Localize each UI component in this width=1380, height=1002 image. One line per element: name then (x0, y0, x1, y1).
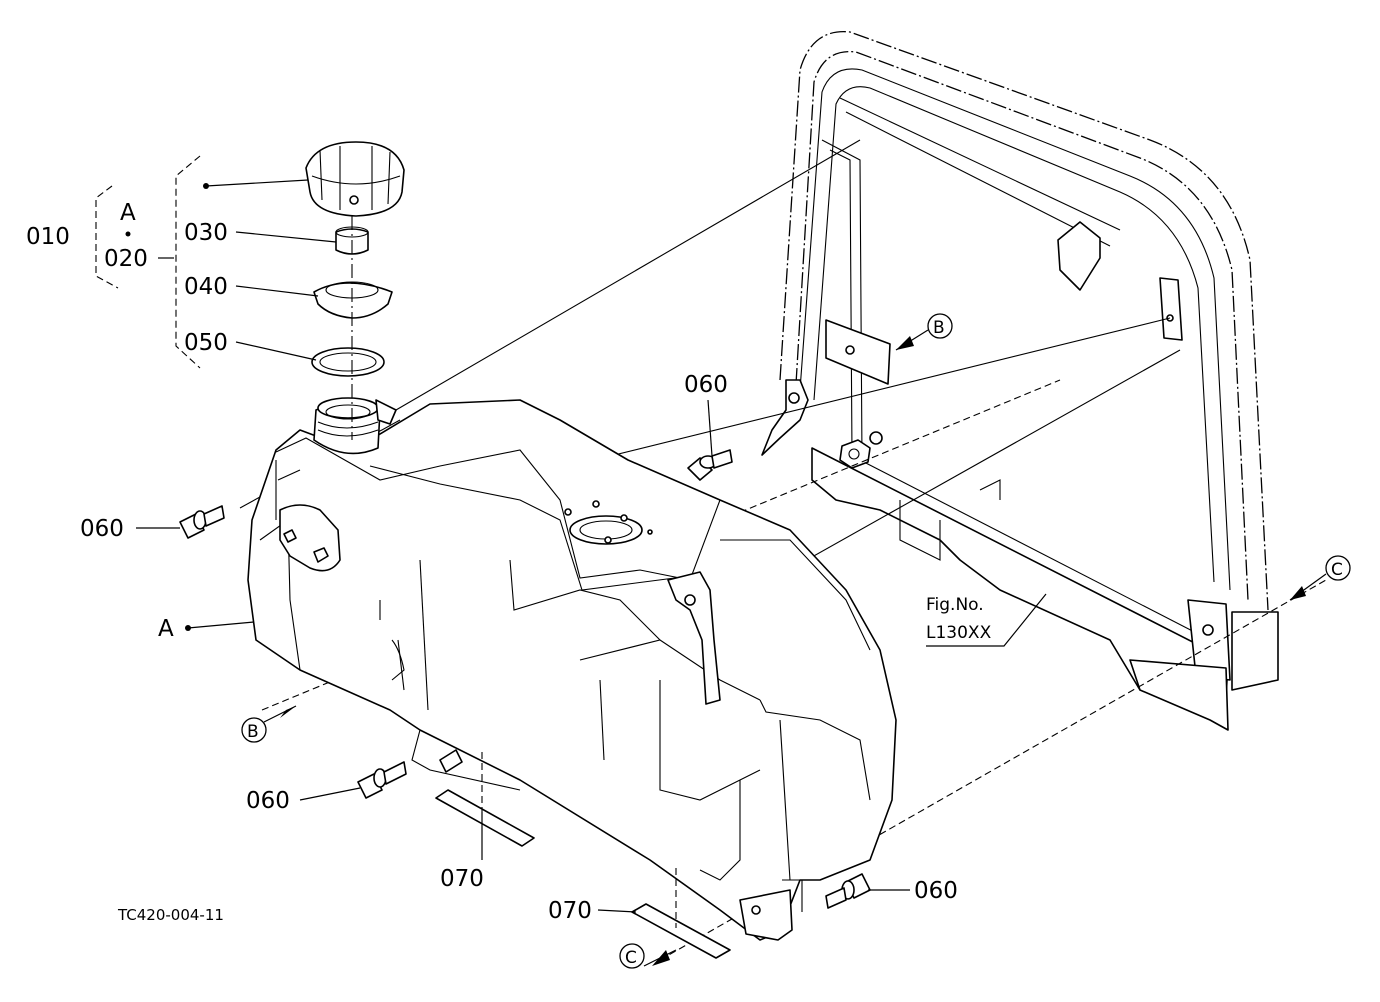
label-070-bottom: 070 (548, 898, 592, 924)
callout-c-frame: C (1289, 555, 1351, 601)
fig-ref-line1: Fig.No. (926, 595, 984, 615)
pad-bottom (631, 868, 731, 959)
o-ring (311, 347, 385, 377)
label-a-top: A (120, 200, 136, 226)
label-040: 040 (184, 274, 228, 300)
bolt-bottom-right (825, 873, 871, 909)
leader-060-top (707, 399, 713, 457)
callout-c-tank: C (619, 943, 677, 969)
callout-b-tank: B (241, 705, 297, 743)
label-060-top: 060 (684, 372, 728, 398)
support-frame (761, 31, 1279, 731)
fuel-cap (305, 141, 405, 217)
leader-050 (235, 341, 317, 361)
label-020: 020 (104, 246, 148, 272)
leader-030 (235, 231, 337, 243)
leader-a-tank (187, 621, 255, 629)
fig-ref-line2: L130XX (926, 623, 992, 643)
leader-040 (235, 285, 319, 297)
pad-left (435, 752, 535, 847)
figure-code: TC420-004-11 (117, 906, 224, 924)
bolt-left (179, 505, 225, 539)
part-labels: 010 A 020 030 040 050 060 060 060 060 07… (26, 179, 958, 924)
leader-070-bottom (597, 909, 637, 913)
filler-strainer (313, 281, 393, 319)
callout-b-frame: B (895, 313, 953, 351)
label-060-bottom-left: 060 (246, 788, 290, 814)
label-050: 050 (184, 330, 228, 356)
leader-060-bottom-left (299, 787, 361, 801)
label-a-top-dot (125, 231, 131, 237)
label-010: 010 (26, 224, 70, 250)
fig-reference: Fig.No. L130XX (926, 593, 1047, 647)
assembly-brackets (95, 155, 201, 369)
svg-text:B: B (933, 318, 945, 338)
svg-text:B: B (247, 722, 259, 742)
svg-text:C: C (625, 948, 637, 968)
callouts: B B C C (241, 313, 1351, 969)
cap-leader (205, 179, 309, 187)
bolt-top (687, 449, 733, 481)
label-070-left: 070 (440, 866, 484, 892)
fuel-tank (247, 397, 897, 941)
label-060-left: 060 (80, 516, 124, 542)
label-060-bottom-right: 060 (914, 878, 958, 904)
label-a-tank: A (158, 616, 174, 642)
fig-ref-leader (926, 593, 1047, 647)
label-030: 030 (184, 220, 228, 246)
bolt-bottom-left (357, 761, 407, 799)
svg-text:C: C (1331, 560, 1343, 580)
